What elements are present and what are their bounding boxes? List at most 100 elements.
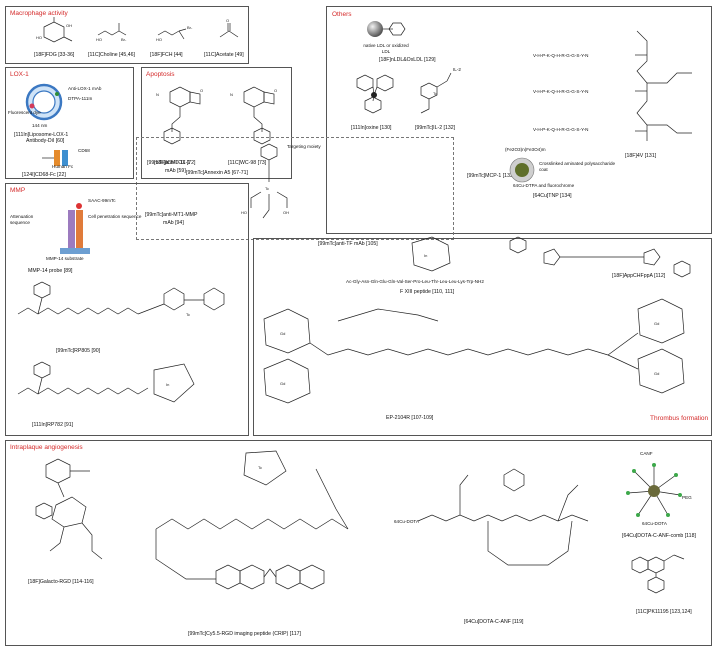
svg-text:Gd: Gd (280, 381, 285, 386)
anti-tf-label: [99mTc]anti-TF mAb [105] (318, 241, 378, 247)
tnp-label: [64Cu]TNP [134] (533, 193, 572, 199)
panel-title: Others (332, 11, 352, 18)
panel-macrophage-activity: Macrophage activity HO OH HO Br- HO Br- O [… (5, 6, 249, 64)
liposome-icon (25, 83, 63, 121)
anti-mab-label: Anti-LOX-1 mAb (68, 86, 102, 91)
icmt-label: [18F]ICMT-11 [72] (154, 160, 196, 166)
oxine-structure (356, 74, 394, 114)
ldl-label: [18F]nLDL&OxLDL [129] (379, 57, 436, 63)
f4v-label: [18F]4V [131] (625, 153, 657, 159)
svg-text:Tc: Tc (265, 186, 269, 191)
attenuation-label: Attenuation sequence (10, 214, 34, 225)
tnp-top-label: (Fe2O3)n(Fe3O4)m (505, 147, 546, 152)
ldl-particle-icon (367, 21, 406, 37)
panel-others: Others native LDL or oxidized LDL [18F]n… (326, 6, 712, 234)
comb-canf-label: CANF (640, 451, 653, 456)
cd68-label: CD68 (78, 148, 90, 153)
comb-nanoparticle-icon (626, 463, 682, 517)
comb-dota-label: 64Cu-DOTA (642, 521, 667, 526)
svg-text:OH: OH (66, 23, 72, 28)
appchf-structure (509, 236, 691, 278)
f4v-peptide-structure (635, 30, 692, 141)
panel-title: Apoptosis (146, 71, 175, 78)
fxiii-label: F XIII peptide [110, 111] (400, 289, 455, 295)
rp782-structure: In (17, 361, 195, 403)
crip-label: [99mTc]Cy5.5-RGD imaging peptide (CRIP) … (188, 631, 301, 637)
panel-title: Thrombus formation (650, 415, 709, 422)
liposome-label-2: Antibody-DiI [60] (26, 138, 65, 144)
svg-text:In: In (166, 382, 169, 387)
svg-text:In: In (424, 253, 427, 258)
svg-text:Br-: Br- (187, 25, 193, 30)
svg-text:HO: HO (156, 37, 162, 42)
probe-label: MMP-14 probe [89] (28, 268, 73, 274)
pk11195-structure (631, 554, 685, 594)
substrate-label: MMP-14 substrate (46, 256, 84, 261)
fxiii-dota-structure: In (411, 236, 451, 272)
svg-text:OH: OH (283, 210, 289, 215)
cuanf-label: [64Cu]DOTA-C-ANF [119] (464, 619, 524, 625)
tnp-coat-label: Crosslinked aminated polysaccharide coat (539, 161, 616, 172)
anti-lox1-label-2: mAb [59] (165, 168, 186, 174)
peptide-seq-3: V-H-P-K-Q-H-R-G-G-S-Y-N (533, 127, 589, 132)
panel-angiogenesis: Intraplaque angiogenesis [18F]Galacto-RG… (5, 440, 712, 646)
panel-title: MMP (10, 187, 26, 194)
fdg-structure: HO OH (36, 17, 73, 43)
comb-peg-label: PEG (682, 495, 692, 500)
comb-label: [64Cu]DOTA-C-ANF-comb [118] (622, 533, 696, 539)
panel-lox1: LOX-1 Anti-LOX-1 mAb DTPA-111In Fluoresc… (5, 67, 134, 179)
svg-text:Br-: Br- (121, 37, 127, 42)
mcp1-label: [99mTc]MCP-1 [133] (467, 173, 515, 179)
icmt-structure: ON (156, 86, 203, 145)
panel-title: LOX-1 (10, 71, 29, 78)
svg-text:HO: HO (241, 210, 247, 215)
peptide-seq-2: V-H-P-K-Q-H-R-G-G-S-Y-N (533, 89, 589, 94)
crip-structure: Tc (155, 450, 349, 590)
galacto-rgd-structure (35, 458, 103, 560)
svg-text:Tc: Tc (258, 465, 262, 470)
svg-text:Gd: Gd (654, 321, 659, 326)
svg-text:O: O (200, 88, 203, 93)
penetration-label: Cell penetration sequence (88, 214, 142, 219)
anti-mt1-label-2: mAb [94] (163, 220, 184, 226)
svg-text:Gd: Gd (654, 371, 659, 376)
il2-structure: Tc (420, 72, 452, 114)
hynic-tc-structure: Tc HO OH (241, 143, 289, 219)
svg-text:Tc: Tc (433, 91, 437, 96)
galacto-label: [18F]Galacto-RGD [114-116] (28, 579, 94, 585)
fch-structure: HO Br- (156, 25, 193, 42)
peptide-seq-1: V-H-P-K-Q-H-R-G-G-S-Y-N (533, 53, 589, 58)
dye-label: Fluorescent dye (8, 110, 41, 115)
cd68-fc-icon (42, 150, 68, 166)
svg-text:O: O (226, 18, 229, 23)
fdg-label: [18F]FDG [33-36] (34, 52, 75, 58)
targeting-label: Targeting moiety (287, 144, 321, 149)
svg-text:N: N (230, 92, 233, 97)
size-label: 144 nm (32, 123, 48, 128)
fxiii-seq: Ac-Gly-Asn-Gln-Glu-Gln-Val-Ser-Pro-Leu-T… (346, 279, 484, 284)
anti-lox1-label: [99mTc]anti-LOX-1 (147, 160, 191, 166)
pk-label: [11C]PK11195 [123,124] (636, 609, 692, 615)
rp782-label: [111In]RP782 [91] (32, 422, 74, 428)
il2-tag: IL-2 (453, 67, 461, 72)
saac-label: SAAC-99mTc (88, 198, 116, 203)
choline-label: [11C]Choline [45,46] (88, 52, 135, 58)
svg-text:N: N (156, 92, 159, 97)
cudota-label: 64Cu-DOTA (394, 519, 419, 524)
il2-label: [99mTc]IL-2 [132] (415, 125, 456, 131)
oxine-label: [111In]oxine [130] (351, 125, 392, 131)
panel-title: Macrophage activity (10, 10, 68, 17)
dota-c-anf-structure (417, 468, 589, 566)
svg-text:O: O (274, 88, 277, 93)
panel-title: Intraplaque angiogenesis (10, 444, 83, 451)
ldl-note: native LDL or oxidized LDL (363, 43, 409, 54)
svg-text:HO: HO (36, 35, 42, 40)
rp805-structure: Tc (17, 281, 225, 317)
panel-thrombus: [99mTc]anti-TF mAb [105] [18F]AppCHFppA … (253, 236, 712, 436)
dtpa-label: DTPA-111In (68, 96, 93, 101)
svg-text:Gd: Gd (280, 331, 285, 336)
acetate-structure: O (219, 18, 239, 38)
rp805-label: [99mTc]RP805 [90] (56, 348, 101, 354)
